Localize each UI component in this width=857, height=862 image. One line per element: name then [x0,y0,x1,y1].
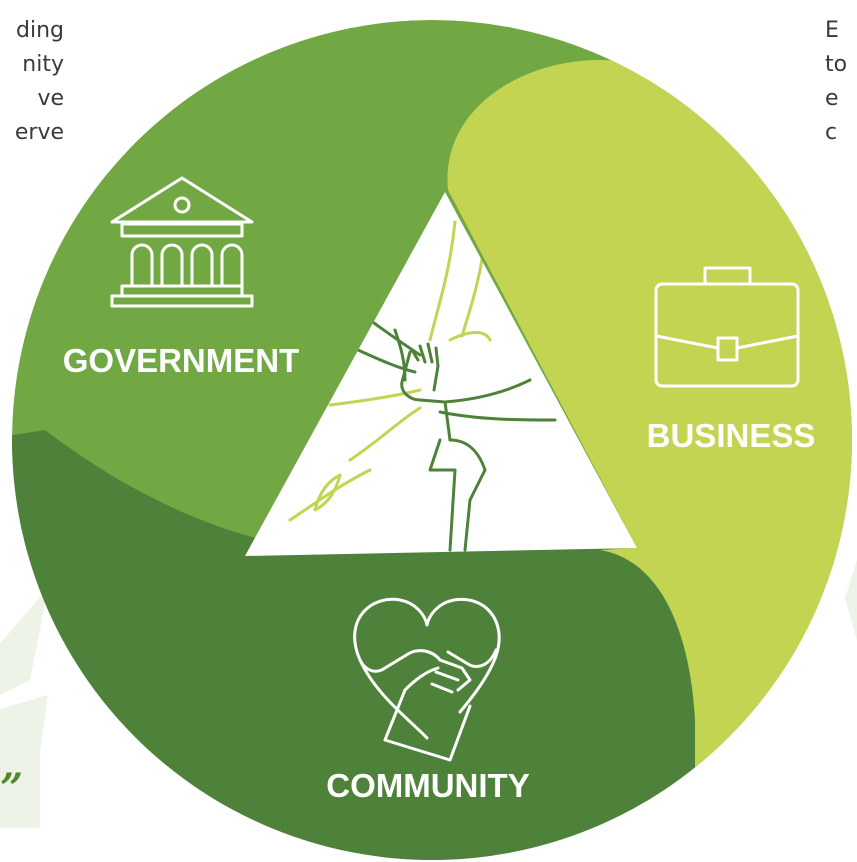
right-partial-text: E to e c [825,14,847,150]
left-quote-bubble [0,695,48,828]
right-callout-bubble [845,560,857,640]
business-label: BUSINESS [647,417,816,454]
bank-building-icon [110,176,254,308]
right-text-line: E [825,18,839,43]
left-text-line: erve [14,120,64,145]
right-text-line: to [825,52,848,77]
right-text-line: c [825,120,838,145]
government-label: GOVERNMENT [63,342,300,379]
left-callout-bubble [0,588,48,695]
stacked-hands-icon [288,220,557,552]
left-text-line: ve [37,86,64,111]
briefcase-icon [654,266,800,388]
left-partial-text: ding nity ve erve [15,14,64,150]
center-triangle [245,192,637,556]
right-text-line: e [825,86,839,111]
heart-hands-icon [353,597,501,762]
community-label: COMMUNITY [326,767,529,804]
quote-mark: ” [0,765,23,812]
left-text-line: ding [16,18,64,43]
left-text-line: nity [22,52,64,77]
